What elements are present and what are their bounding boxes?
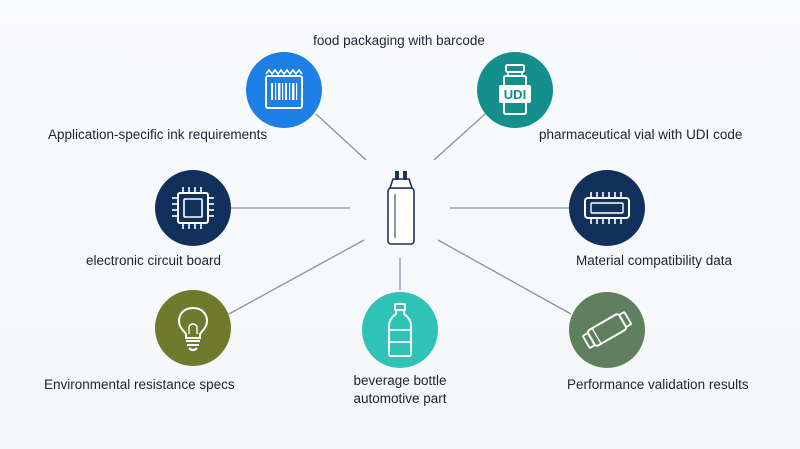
node-beverage-bottle	[362, 292, 438, 368]
label-beverage-bottle: beverage bottle	[353, 373, 447, 388]
label-automotive-part: automotive part	[353, 391, 447, 406]
node-pharmaceutical-vial: UDI	[477, 52, 553, 128]
label-environmental-resistance: Environmental resistance specs	[44, 377, 235, 392]
connector-food	[315, 113, 367, 161]
node-performance-validation	[569, 292, 645, 368]
connector-pharma	[433, 113, 486, 161]
cylinder-part-icon	[569, 292, 645, 368]
node-food-packaging	[246, 52, 322, 128]
node-material-compatibility	[569, 170, 645, 246]
microchip-icon	[155, 170, 231, 246]
barcode-package-icon	[246, 52, 322, 128]
bottle-icon	[362, 292, 438, 368]
label-application-ink: Application-specific ink requirements	[48, 127, 268, 142]
connector-environmental	[228, 239, 365, 315]
node-environmental-resistance	[155, 290, 231, 366]
label-electronic-circuit: electronic circuit board	[86, 253, 222, 268]
ink-cartridge-hub-icon	[387, 171, 415, 245]
connector-performance	[437, 239, 572, 315]
label-material-compatibility: Material compatibility data	[576, 253, 733, 268]
udi-vial-icon: UDI	[477, 52, 553, 128]
udi-vial-text: UDI	[504, 87, 526, 102]
label-pharmaceutical-vial: pharmaceutical vial with UDI code	[539, 127, 743, 142]
label-food-packaging: food packaging with barcode	[313, 33, 485, 48]
label-performance-validation: Performance validation results	[567, 377, 749, 392]
node-electronic-circuit	[155, 170, 231, 246]
chip-module-icon	[569, 170, 645, 246]
lightbulb-icon	[155, 290, 231, 366]
